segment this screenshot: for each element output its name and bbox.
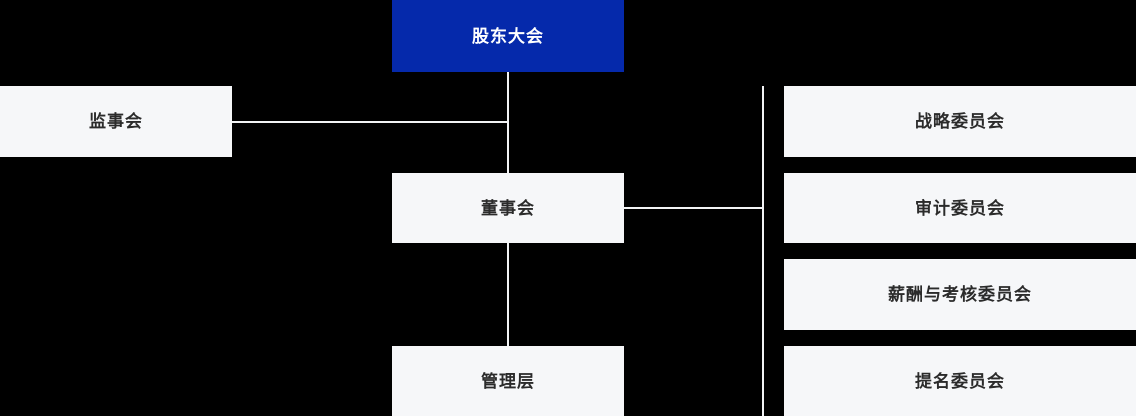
node-board-of-directors-label: 董事会 (481, 198, 535, 218)
node-strategy-committee-label: 战略委员会 (915, 112, 1005, 131)
node-board-of-supervisors-label: 监事会 (89, 112, 143, 131)
node-shareholders-meeting[interactable]: 股东大会 (392, 0, 624, 72)
node-audit-committee[interactable]: 审计委员会 (784, 173, 1136, 243)
node-remuneration-committee[interactable]: 薪酬与考核委员会 (784, 259, 1136, 330)
node-audit-committee-label: 审计委员会 (915, 198, 1005, 218)
node-management-label: 管理层 (481, 371, 535, 391)
node-strategy-committee[interactable]: 战略委员会 (784, 86, 1136, 157)
connector-committee-rail (762, 86, 764, 416)
node-nomination-committee-label: 提名委员会 (915, 371, 1005, 391)
node-board-of-supervisors[interactable]: 监事会 (0, 86, 232, 157)
node-management[interactable]: 管理层 (392, 346, 624, 416)
node-remuneration-committee-label: 薪酬与考核委员会 (888, 285, 1032, 304)
connector-board-to-management (507, 243, 509, 346)
node-board-of-directors[interactable]: 董事会 (392, 173, 624, 243)
node-shareholders-meeting-label: 股东大会 (472, 26, 544, 46)
node-nomination-committee[interactable]: 提名委员会 (784, 346, 1136, 416)
connector-board-to-committee-rail (624, 207, 764, 209)
connector-supervisors-to-spine (232, 121, 509, 123)
